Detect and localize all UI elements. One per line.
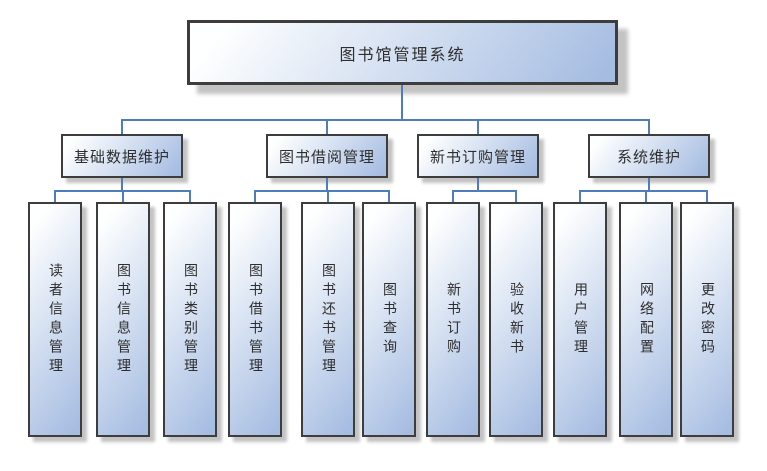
- connector-drop-branch-0: [121, 119, 123, 136]
- leaf-label: 图书借书管理: [247, 262, 263, 377]
- connector-drop-branch-2: [477, 119, 479, 136]
- leaf-label: 更改密码: [699, 281, 715, 358]
- leaf-label: 图书查询: [381, 281, 397, 358]
- node-leaf-book-info-management: 图书信息管理: [96, 202, 150, 437]
- connector-bus-group-1: [254, 190, 390, 192]
- connector-drop-leaf-3-1: [645, 190, 647, 203]
- node-leaf-user-management: 用户管理: [553, 202, 607, 437]
- node-leaf-new-book-acceptance: 验收新书: [489, 202, 543, 437]
- node-leaf-book-lending-management: 图书借书管理: [228, 202, 282, 437]
- connector-drop-leaf-0-0: [54, 190, 56, 203]
- connector-level1-bus: [121, 119, 650, 121]
- node-leaf-reader-info-management: 读者信息管理: [28, 202, 82, 437]
- connector-stem-group-0: [121, 178, 123, 192]
- connector-drop-leaf-2-0: [452, 190, 454, 203]
- node-leaf-book-return-management: 图书还书管理: [301, 202, 355, 437]
- connector-drop-leaf-0-2: [189, 190, 191, 203]
- connector-bus-group-2: [452, 190, 517, 192]
- node-branch-basic-data-maintenance: 基础数据维护: [61, 134, 183, 178]
- node-branch-new-book-ordering: 新书订购管理: [417, 134, 539, 178]
- node-branch-system-maintenance: 系统维护: [588, 134, 710, 178]
- leaf-label: 图书还书管理: [320, 262, 336, 377]
- leaf-label: 用户管理: [572, 281, 588, 358]
- node-branch-book-borrowing-management: 图书借阅管理: [266, 134, 388, 178]
- leaf-label: 新书订购: [445, 281, 461, 358]
- leaf-label: 验收新书: [508, 281, 524, 358]
- connector-drop-leaf-0-1: [122, 190, 124, 203]
- node-leaf-change-password: 更改密码: [680, 202, 734, 437]
- branch-label: 图书借阅管理: [278, 147, 375, 166]
- node-root: 图书馆管理系统: [187, 20, 618, 85]
- leaf-label: 网络配置: [638, 281, 654, 358]
- connector-stem-group-1: [326, 178, 328, 192]
- connector-drop-leaf-3-2: [706, 190, 708, 203]
- connector-stem-group-2: [477, 178, 479, 192]
- leaf-label: 图书类别管理: [182, 262, 198, 377]
- node-leaf-new-book-order: 新书订购: [426, 202, 480, 437]
- connector-drop-leaf-1-1: [327, 190, 329, 203]
- branch-label: 系统维护: [616, 147, 681, 166]
- connector-root-stem: [401, 85, 403, 121]
- node-leaf-book-query: 图书查询: [362, 202, 416, 437]
- connector-drop-branch-3: [648, 119, 650, 136]
- node-root-label: 图书馆管理系统: [339, 44, 466, 64]
- connector-drop-leaf-3-0: [579, 190, 581, 203]
- connector-stem-group-3: [648, 178, 650, 192]
- connector-drop-leaf-2-1: [515, 190, 517, 203]
- leaf-label: 读者信息管理: [47, 262, 63, 377]
- connector-drop-leaf-1-0: [254, 190, 256, 203]
- node-leaf-book-category-management: 图书类别管理: [163, 202, 217, 437]
- branch-label: 基础数据维护: [73, 147, 170, 166]
- connector-bus-group-3: [579, 190, 708, 192]
- node-leaf-network-configuration: 网络配置: [619, 202, 673, 437]
- connector-drop-branch-1: [326, 119, 328, 136]
- connector-drop-leaf-1-2: [388, 190, 390, 203]
- branch-label: 新书订购管理: [429, 147, 526, 166]
- leaf-label: 图书信息管理: [115, 262, 131, 377]
